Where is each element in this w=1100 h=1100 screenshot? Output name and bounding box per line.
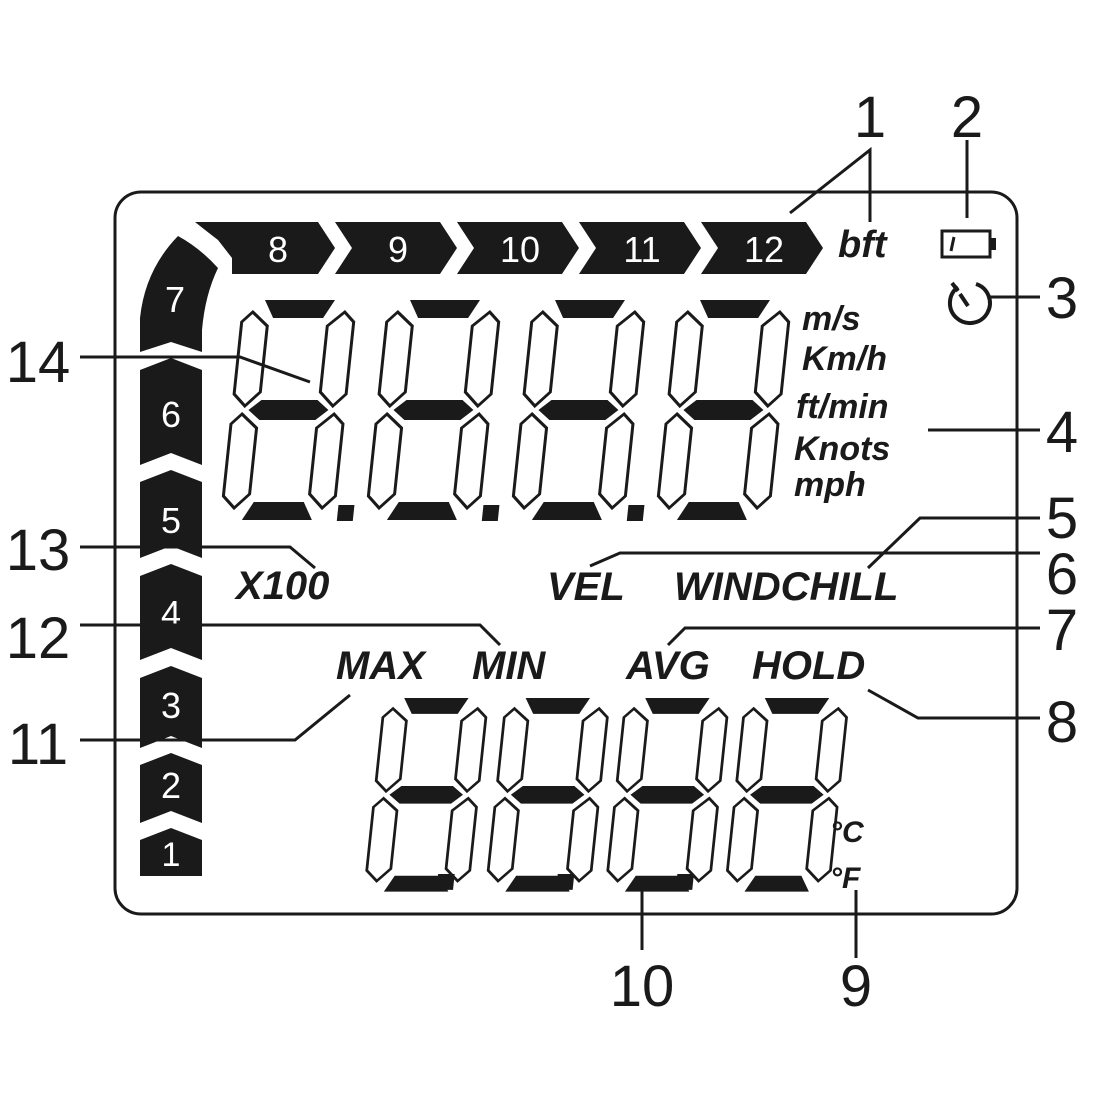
callout-11: 11 <box>8 712 68 777</box>
bft-label-11: 11 <box>623 229 660 270</box>
bft-label-1: 1 <box>162 836 181 874</box>
vel-label: VEL <box>547 565 625 609</box>
bft-segment-7 <box>140 236 218 352</box>
beaufort-top-bar: 8 9 10 11 12 bft <box>195 222 888 274</box>
secondary-digit-2 <box>486 698 609 892</box>
battery-icon <box>940 229 996 259</box>
leader-7 <box>666 626 1040 647</box>
bft-label-6: 6 <box>161 394 181 435</box>
leader-1 <box>789 146 872 222</box>
callout-numbers: 1 2 3 4 5 6 7 8 9 10 11 12 13 14 <box>6 85 1078 1019</box>
avg-label: AVG <box>625 644 710 688</box>
secondary-digit-4 <box>725 698 848 892</box>
callout-leaders <box>80 140 1040 958</box>
callout-1: 1 <box>854 85 886 150</box>
primary-digit-1 <box>221 300 356 520</box>
beaufort-side-bar: 7 6 5 4 3 2 1 <box>140 236 218 876</box>
unit-mph: mph <box>794 466 866 504</box>
auto-power-off-icon <box>947 281 992 326</box>
callout-4: 4 <box>1046 400 1078 465</box>
callout-2: 2 <box>951 85 983 150</box>
bft-segment-6 <box>140 358 202 465</box>
bft-segment-4 <box>140 564 202 660</box>
callout-3: 3 <box>1046 266 1078 331</box>
callout-9: 9 <box>840 954 872 1019</box>
unit-ft-min: ft/min <box>796 388 889 426</box>
secondary-decimal-1 <box>436 873 455 890</box>
bft-label-9: 9 <box>388 229 408 270</box>
bft-segment-1 <box>140 828 202 876</box>
leader-12 <box>80 623 502 647</box>
primary-digit-4 <box>656 300 791 520</box>
primary-decimal-3 <box>626 505 645 521</box>
bft-segment-3 <box>140 666 202 748</box>
celsius-label: °C <box>830 816 865 849</box>
secondary-decimal-3 <box>675 873 694 890</box>
bft-label-5: 5 <box>161 500 181 541</box>
bft-label-7: 7 <box>165 279 185 320</box>
bft-segment-5 <box>140 470 202 558</box>
windchill-label: WINDCHILL <box>674 565 898 609</box>
callout-12: 12 <box>6 606 71 671</box>
primary-display <box>221 300 791 521</box>
primary-decimal-2 <box>481 505 500 521</box>
leader-6 <box>589 551 1040 568</box>
multiplier-label: X100 <box>234 564 329 608</box>
bft-label-10: 10 <box>500 229 540 270</box>
bft-label-3: 3 <box>161 685 181 726</box>
secondary-digit-3 <box>606 698 729 892</box>
secondary-decimal-2 <box>556 873 575 890</box>
bft-label-2: 2 <box>161 765 181 806</box>
min-label: MIN <box>472 644 546 688</box>
callout-14: 14 <box>6 330 71 395</box>
unit-knots: Knots <box>794 430 890 468</box>
callout-8: 8 <box>1046 690 1078 755</box>
bft-label-8: 8 <box>268 229 288 270</box>
bft-segment-8 <box>195 222 335 274</box>
callout-7: 7 <box>1046 598 1078 663</box>
leader-8 <box>867 688 1040 720</box>
speed-units: m/s Km/h ft/min Knots mph <box>794 300 890 504</box>
callout-13: 13 <box>6 518 71 583</box>
bft-segment-9 <box>335 222 457 274</box>
leader-14 <box>80 355 311 384</box>
fahrenheit-label: °F <box>830 862 861 895</box>
primary-digit-3 <box>511 300 646 520</box>
bft-label-4: 4 <box>161 593 181 634</box>
callout-5: 5 <box>1046 486 1078 551</box>
unit-km-h: Km/h <box>802 340 887 378</box>
callout-6: 6 <box>1046 542 1078 607</box>
unit-m-s: m/s <box>802 300 861 338</box>
secondary-digit-1 <box>365 698 488 892</box>
primary-digit-2 <box>366 300 501 520</box>
bft-unit-label: bft <box>838 224 888 266</box>
max-label: MAX <box>336 644 427 688</box>
bft-label-12: 12 <box>744 229 784 270</box>
leader-11 <box>80 693 351 742</box>
bft-segment-2 <box>140 753 202 823</box>
bft-segment-11 <box>579 222 701 274</box>
callout-10: 10 <box>610 954 675 1019</box>
primary-decimal-1 <box>336 505 355 521</box>
bft-segment-10 <box>457 222 579 274</box>
leader-5 <box>866 516 1040 570</box>
leader-13 <box>80 545 316 570</box>
hold-label: HOLD <box>752 644 865 688</box>
secondary-display <box>365 698 848 892</box>
bft-segment-12 <box>701 222 823 274</box>
